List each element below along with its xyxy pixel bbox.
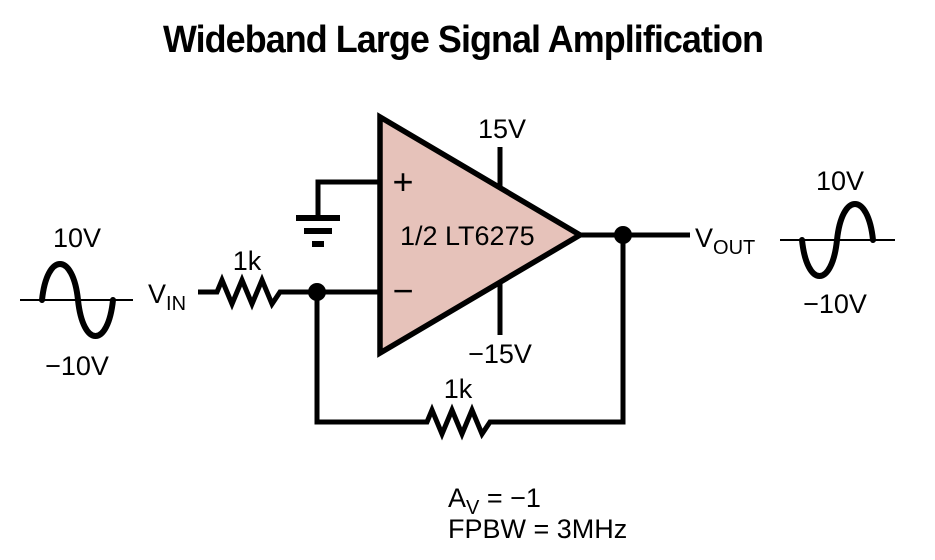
- gain-note-main: A: [448, 483, 466, 513]
- page-title: Wideband Large Signal Amplification: [163, 19, 763, 61]
- feedback-resistor-label: 1k: [444, 374, 473, 404]
- vout-label-sub: OUT: [713, 237, 755, 259]
- bandwidth-note: FPBW = 3MHz: [448, 514, 627, 544]
- vin-label: VIN: [148, 279, 186, 315]
- vout-label: VOUT: [695, 223, 755, 259]
- input-wave-sine: [39, 261, 116, 339]
- opamp-name-label: 1/2 LT6275: [400, 221, 535, 251]
- vout-label-main: V: [695, 223, 713, 253]
- vin-label-sub: IN: [166, 293, 186, 315]
- output-wave-trough-label: −10V: [803, 289, 867, 319]
- gain-note: AV = −1: [448, 483, 541, 519]
- input-wave-peak-label: 10V: [53, 223, 101, 253]
- output-waveform: 10V −10V: [780, 166, 895, 319]
- input-wave-trough-label: −10V: [45, 351, 109, 381]
- opamp-plus-symbol: +: [392, 161, 413, 202]
- ground-symbol: [296, 179, 380, 247]
- output-wave-sine: [799, 201, 876, 279]
- output-wave-peak-label: 10V: [816, 166, 864, 196]
- opamp-body: [377, 112, 586, 358]
- negative-supply-label: −15V: [468, 339, 532, 369]
- ground-wire: [315, 179, 380, 215]
- gain-note-sub: V: [466, 497, 480, 519]
- input-resistor-label: 1k: [233, 246, 262, 276]
- vin-label-main: V: [148, 279, 166, 309]
- input-waveform: 10V −10V: [20, 223, 133, 381]
- output-node-dot: [614, 226, 632, 244]
- input-resistor-path: [198, 273, 380, 311]
- feedback-resistor-path: [314, 235, 626, 441]
- positive-supply-label: 15V: [478, 114, 526, 144]
- opamp-minus-symbol: −: [392, 270, 413, 311]
- gain-note-value: = −1: [479, 483, 541, 513]
